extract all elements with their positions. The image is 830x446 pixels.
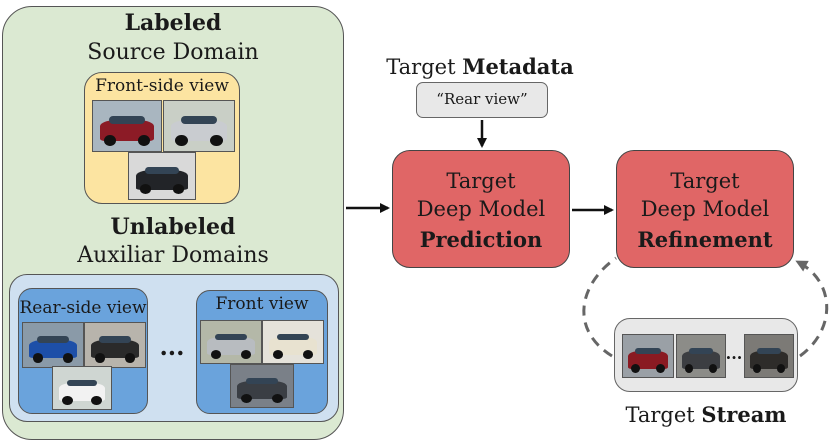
- target-stream-title: Target Stream: [625, 402, 787, 427]
- car-photo-silver-front: [163, 100, 235, 152]
- car-photo-red-front: [92, 100, 162, 152]
- refinement-line-3: Refinement: [637, 227, 773, 252]
- car-photo-dark-rear-stream: [744, 334, 794, 378]
- prediction-model-box: Target Deep Model Prediction: [392, 150, 570, 268]
- car-photo-black-rear: [84, 322, 146, 368]
- car-photo-gray-rear-stream: [676, 334, 726, 378]
- front-view-label: Front view: [215, 294, 309, 314]
- prediction-line-1: Target: [446, 169, 516, 193]
- car-photo-beige-front: [262, 320, 324, 364]
- arrow-stream-loop-right: [795, 260, 829, 358]
- refinement-line-2: Deep Model: [640, 197, 770, 221]
- car-photo-dark-front: [230, 364, 294, 408]
- auxiliary-domains-title: Auxiliar Domains: [77, 243, 269, 268]
- target-metadata-title: Target Metadata: [386, 54, 574, 79]
- source-domain-title: Source Domain: [87, 40, 259, 65]
- car-photo-silver-front-2: [200, 320, 262, 364]
- front-side-view-label: Front-side view: [95, 76, 229, 96]
- car-photo-red-rear-stream: [622, 334, 674, 378]
- car-photo-blue-rear: [22, 322, 84, 368]
- car-photo-white-rear: [52, 366, 112, 410]
- prediction-line-2: Deep Model: [416, 197, 546, 221]
- stream-ellipsis: ...: [725, 344, 743, 363]
- metadata-value: “Rear view”: [436, 90, 528, 108]
- arrow-stream-loop-left: [582, 256, 617, 358]
- metadata-value-box: [416, 82, 548, 118]
- refinement-model-box: Target Deep Model Refinement: [616, 150, 794, 268]
- rear-side-view-label: Rear-side view: [19, 298, 147, 318]
- prediction-line-3: Prediction: [419, 227, 543, 252]
- auxiliary-unlabeled-title: Unlabeled: [110, 214, 236, 240]
- source-labeled-title: Labeled: [124, 10, 222, 36]
- auxiliary-ellipsis: ...: [159, 332, 185, 361]
- refinement-line-1: Target: [670, 169, 740, 193]
- car-photo-black-front: [128, 152, 196, 200]
